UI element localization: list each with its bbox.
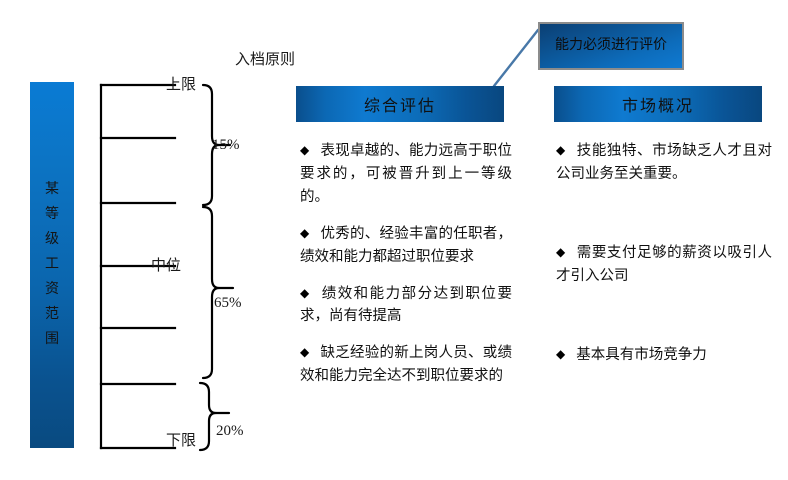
range-bar-char-5: 资: [45, 282, 59, 297]
bullet-column-comprehensive-assessment: ◆表现卓越的、能力远高于职位要求的，可被晋升到上一等级的。 ◆优秀的、经验丰富的…: [300, 140, 512, 402]
bullet-item: ◆绩效和能力部分达到职位要求，尚有待提高: [300, 283, 512, 329]
bullet-diamond-icon: ◆: [556, 143, 566, 157]
bullet-text: 表现卓越的、能力远高于职位要求的，可被晋升到上一等级的。: [300, 143, 512, 205]
brace-band-65: [201, 205, 235, 380]
range-bar-char-2: 等: [45, 207, 59, 222]
callout-box[interactable]: 能力必须进行评价: [538, 22, 684, 70]
bullet-diamond-icon: ◆: [300, 225, 310, 240]
bullet-diamond-icon: ◆: [300, 143, 310, 157]
salary-range-bar: 某 等 级 工 资 范 围: [30, 82, 74, 448]
bullet-text: 需要支付足够的薪资以吸引人才引入公司: [556, 244, 773, 284]
range-bar-char-7: 围: [45, 332, 59, 347]
bullet-text: 技能独特、市场缺乏人才且对公司业务至关重要。: [556, 143, 773, 182]
bullet-item: ◆表现卓越的、能力远高于职位要求的，可被晋升到上一等级的。: [300, 140, 512, 209]
bullet-diamond-icon: ◆: [556, 244, 566, 259]
bullet-text: 优秀的、经验丰富的任职者，绩效和能力都超过职位要求: [300, 225, 512, 265]
bullet-diamond-icon: ◆: [300, 345, 310, 360]
principle-title: 入档原则: [235, 52, 296, 68]
bullet-item: ◆优秀的、经验丰富的任职者，绩效和能力都超过职位要求: [300, 223, 512, 269]
range-bar-char-3: 级: [45, 232, 59, 247]
bullet-item: ◆需要支付足够的薪资以吸引人才引入公司: [556, 242, 772, 288]
bullet-diamond-icon: ◆: [556, 346, 566, 361]
range-bar-char-1: 某: [45, 182, 59, 197]
callout-leader-line: [492, 28, 540, 88]
scale-label-middle: 中位: [151, 258, 182, 274]
bullet-item: ◆缺乏经验的新上岗人员、或绩效和能力完全达不到职位要求的: [300, 342, 512, 388]
brace-band-20: [198, 381, 231, 452]
range-bar-char-4: 工: [45, 257, 59, 272]
scale-label-lower: 下限: [166, 433, 197, 449]
callout-label: 能力必须进行评价: [555, 38, 667, 54]
column-header-market-overview[interactable]: 市场概况: [554, 86, 762, 122]
band-percent-15: 15%: [212, 137, 240, 153]
range-bar-char-6: 范: [45, 307, 59, 322]
bullet-item: ◆技能独特、市场缺乏人才且对公司业务至关重要。: [556, 140, 772, 186]
bullet-text: 基本具有市场竞争力: [576, 346, 707, 363]
column-header-comprehensive-assessment[interactable]: 综合评估: [296, 86, 504, 122]
column-header-label: 综合评估: [363, 98, 436, 115]
bullet-diamond-icon: ◆: [300, 285, 311, 300]
column-header-label: 市场概况: [621, 98, 694, 115]
band-percent-20: 20%: [216, 423, 244, 439]
bullet-item: ◆ 基本具有市场竞争力: [556, 344, 772, 367]
band-percent-65: 65%: [214, 295, 242, 311]
bullet-text: 缺乏经验的新上岗人员、或绩效和能力完全达不到职位要求的: [300, 345, 512, 385]
salary-range-bar-label: 某 等 级 工 资 范 围: [30, 82, 74, 448]
bullet-text: 绩效和能力部分达到职位要求，尚有待提高: [300, 285, 513, 325]
scale-label-upper: 上限: [166, 77, 197, 93]
bullet-column-market-overview: ◆技能独特、市场缺乏人才且对公司业务至关重要。 ◆需要支付足够的薪资以吸引人才引…: [556, 140, 772, 423]
